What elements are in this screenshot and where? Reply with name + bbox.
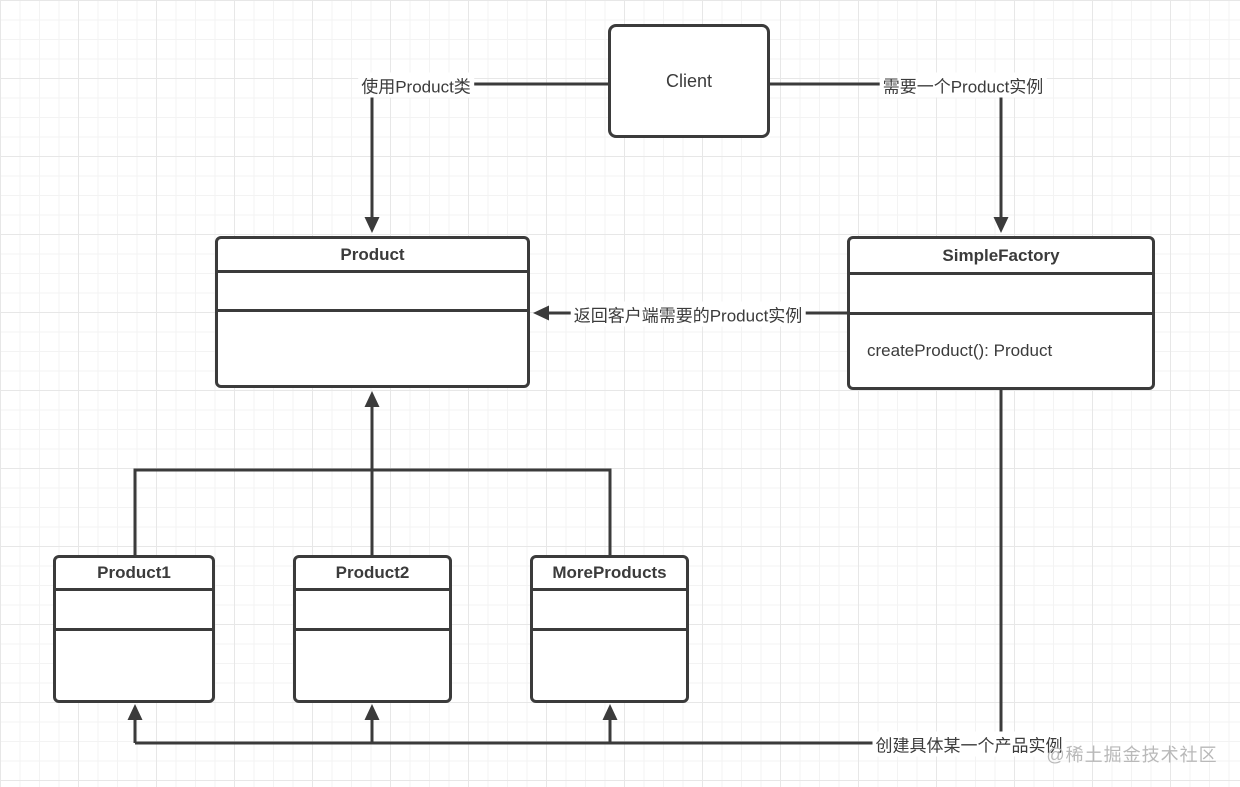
edge-line (770, 82, 1003, 219)
node-product1-title: Product1 (56, 558, 212, 591)
edge-label-create-instance: 创建具体某一个产品实例 (872, 731, 1066, 757)
node-more-products: MoreProducts (530, 555, 689, 703)
node-simple-factory-method: createProduct(): Product (867, 341, 1053, 360)
node-more-products-attributes (533, 591, 686, 631)
edge-client-uses-product (364, 82, 608, 233)
node-product-title: Product (218, 239, 527, 273)
node-product2-attributes (296, 591, 449, 631)
node-more-products-methods (533, 631, 686, 700)
arrowhead-up-icon (602, 704, 618, 720)
node-simple-factory-attributes (850, 275, 1152, 315)
node-simple-factory: SimpleFactory createProduct(): Product (847, 236, 1155, 390)
arrowhead-up-icon (364, 704, 380, 720)
edge-line (370, 82, 608, 219)
edge-line (133, 406, 612, 555)
node-product-methods (218, 312, 527, 385)
node-product2-methods (296, 631, 449, 700)
arrowhead-up-icon (127, 704, 143, 720)
edge-client-needs-factory (770, 82, 1009, 233)
node-product2-title: Product2 (296, 558, 449, 591)
node-product2: Product2 (293, 555, 452, 703)
watermark-text: @稀土掘金技术社区 (1046, 745, 1218, 765)
arrowhead-left-icon (533, 305, 549, 321)
node-product-attributes (218, 273, 527, 312)
arrowhead-up-icon (364, 391, 380, 407)
edge-label-return-instance: 返回客户端需要的Product实例 (570, 301, 806, 327)
arrowhead-down-icon (364, 217, 380, 233)
node-client: Client (608, 24, 770, 138)
edge-label-use-product: 使用Product类 (358, 72, 474, 98)
node-more-products-title: MoreProducts (533, 558, 686, 591)
arrowhead-down-icon (993, 217, 1009, 233)
node-product1-attributes (56, 591, 212, 631)
node-product: Product (215, 236, 530, 388)
edge-inheritance (133, 391, 612, 555)
node-client-label: Client (665, 70, 713, 91)
node-simple-factory-title: SimpleFactory (850, 239, 1152, 275)
node-product1-methods (56, 631, 212, 700)
edge-label-need-instance: 需要一个Product实例 (879, 72, 1047, 98)
node-product1: Product1 (53, 555, 215, 703)
